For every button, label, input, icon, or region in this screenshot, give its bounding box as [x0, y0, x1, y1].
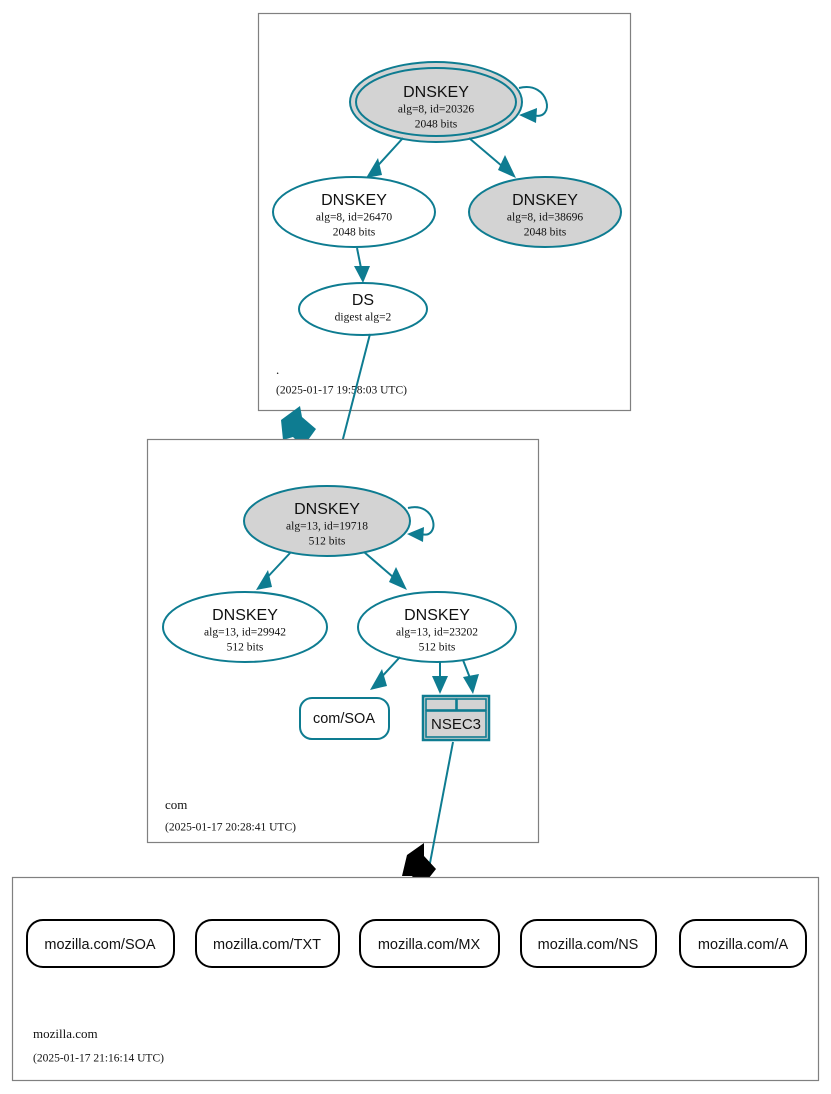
- node-title: DNSKEY: [294, 501, 360, 518]
- zone-root: DNSKEY alg=8, id=20326 2048 bits DNSKEY …: [257, 12, 632, 412]
- node-subtitle-bits: 512 bits: [419, 642, 456, 654]
- node-title: mozilla.com/MX: [378, 937, 481, 953]
- node-mozilla-mx[interactable]: mozilla.com/MX: [359, 919, 500, 968]
- node-subtitle-alg: alg=8, id=38696: [507, 212, 583, 224]
- ksk-ellipse: [243, 485, 411, 557]
- zone-mozilla: mozilla.com/SOA mozilla.com/TXT mozilla.…: [11, 876, 820, 1082]
- node-subtitle-digest: digest alg=2: [335, 312, 392, 324]
- rrset-box: [520, 919, 657, 968]
- node-title: mozilla.com/NS: [538, 937, 639, 953]
- node-subtitle-alg: alg=13, id=19718: [286, 521, 368, 533]
- node-title: DNSKEY: [404, 607, 470, 624]
- zsk-ellipse: [468, 176, 622, 248]
- node-com-zsk-29942[interactable]: DNSKEY alg=13, id=29942 512 bits: [162, 591, 328, 663]
- node-title: com/SOA: [313, 711, 375, 727]
- node-mozilla-a[interactable]: mozilla.com/A: [679, 919, 807, 968]
- node-subtitle-alg: alg=8, id=20326: [398, 104, 474, 116]
- node-title: DS: [352, 292, 374, 309]
- node-root-zsk-38696[interactable]: DNSKEY alg=8, id=38696 2048 bits: [468, 176, 622, 248]
- zone-root-name: .: [276, 362, 279, 377]
- edge-zsk23202-signs-nsec3-right: [462, 659, 479, 694]
- edge-zsk26470-signs-ds: [354, 247, 370, 283]
- rrset-box: [299, 697, 390, 740]
- node-title: NSEC3: [431, 716, 481, 733]
- node-subtitle-bits: 512 bits: [227, 642, 264, 654]
- zone-mozilla-border: [11, 876, 820, 1082]
- edge-ksk20326-signs-zsk26470: [366, 137, 404, 178]
- node-subtitle-bits: 2048 bits: [415, 119, 458, 131]
- node-title: DNSKEY: [212, 607, 278, 624]
- nsec3-cell-left: [425, 698, 457, 711]
- rrset-box: [26, 919, 175, 968]
- rrset-box: [359, 919, 500, 968]
- node-root-ksk-20326[interactable]: DNSKEY alg=8, id=20326 2048 bits: [349, 61, 523, 143]
- rrset-box: [679, 919, 807, 968]
- zone-com-timestamp: (2025-01-17 20:28:41 UTC): [165, 822, 296, 834]
- node-com-ksk-19718[interactable]: DNSKEY alg=13, id=19718 512 bits: [243, 485, 411, 557]
- node-subtitle-bits: 512 bits: [309, 536, 346, 548]
- node-title: mozilla.com/SOA: [44, 937, 156, 953]
- node-subtitle-bits: 2048 bits: [333, 227, 376, 239]
- node-title: mozilla.com/TXT: [213, 937, 321, 953]
- node-title: DNSKEY: [512, 192, 578, 209]
- node-mozilla-ns[interactable]: mozilla.com/NS: [520, 919, 657, 968]
- node-subtitle-alg: alg=8, id=26470: [316, 212, 392, 224]
- rrset-box: [195, 919, 340, 968]
- delegation-arrow-root-to-com: [281, 406, 316, 447]
- zone-mozilla-timestamp: (2025-01-17 21:16:14 UTC): [33, 1053, 164, 1065]
- edge-ksk19718-signs-zsk29942: [256, 551, 292, 590]
- node-title: DNSKEY: [321, 192, 387, 209]
- node-com-soa[interactable]: com/SOA: [299, 697, 390, 740]
- node-subtitle-alg: alg=13, id=23202: [396, 627, 478, 639]
- nsec3-cell-right: [456, 698, 487, 711]
- edge-com-ksk-self-signature: [407, 506, 435, 542]
- zone-mozilla-name: mozilla.com: [33, 1026, 98, 1041]
- ksk-inner-ellipse: [355, 67, 517, 137]
- edge-root-ksk-self-signature: [518, 86, 548, 123]
- node-mozilla-soa[interactable]: mozilla.com/SOA: [26, 919, 175, 968]
- node-title: DNSKEY: [403, 84, 469, 101]
- zone-com: DNSKEY alg=13, id=19718 512 bits DNSKEY …: [146, 438, 540, 844]
- edge-ksk20326-signs-zsk38696: [468, 137, 516, 178]
- edge-zsk23202-signs-com-soa: [370, 656, 401, 690]
- node-title: mozilla.com/A: [698, 937, 789, 953]
- node-mozilla-txt[interactable]: mozilla.com/TXT: [195, 919, 340, 968]
- delegation-arrow-com-to-mozilla: [402, 843, 436, 888]
- zone-root-timestamp: (2025-01-17 19:58:03 UTC): [276, 385, 407, 397]
- node-root-ds[interactable]: DS digest alg=2: [298, 282, 428, 336]
- node-subtitle-bits: 2048 bits: [524, 227, 567, 239]
- zsk-ellipse: [272, 176, 436, 248]
- node-root-zsk-26470[interactable]: DNSKEY alg=8, id=26470 2048 bits: [272, 176, 436, 248]
- node-com-zsk-23202[interactable]: DNSKEY alg=13, id=23202 512 bits: [357, 591, 517, 663]
- zone-com-name: com: [165, 797, 187, 812]
- node-subtitle-alg: alg=13, id=29942: [204, 627, 286, 639]
- node-com-nsec3[interactable]: NSEC3: [421, 694, 491, 742]
- edge-zsk23202-signs-nsec3-left: [432, 662, 448, 694]
- edge-ksk19718-signs-zsk23202: [363, 551, 407, 590]
- nsec3-label-cell: [425, 710, 487, 738]
- zsk-ellipse: [162, 591, 328, 663]
- zsk-ellipse: [357, 591, 517, 663]
